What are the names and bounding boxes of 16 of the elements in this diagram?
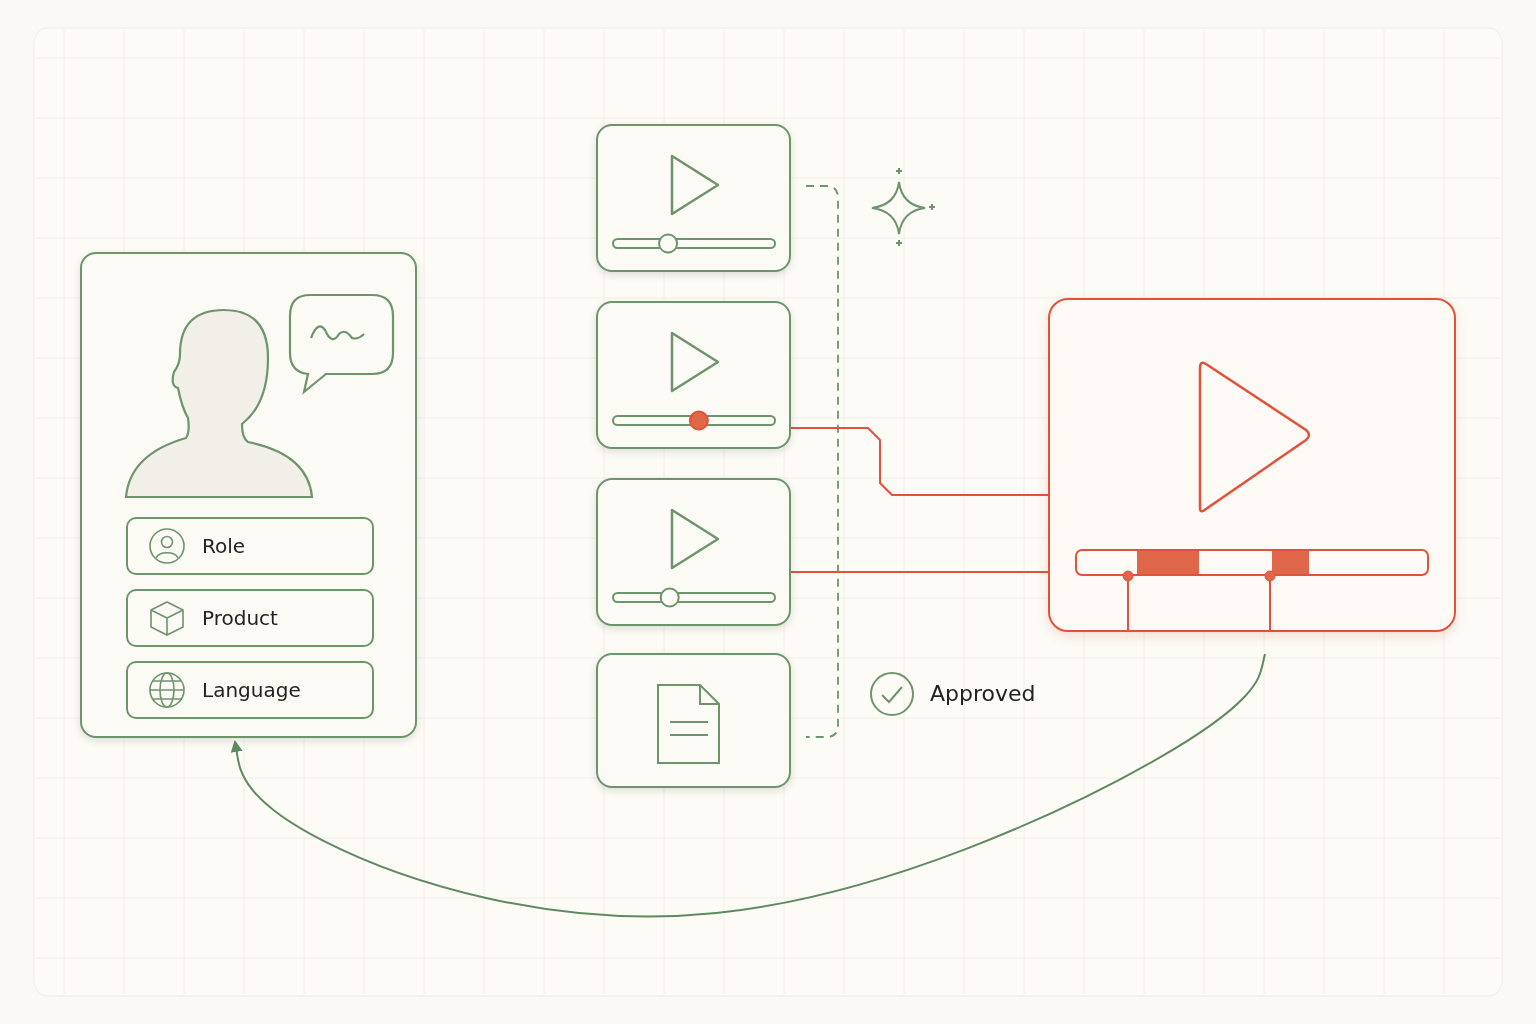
video-thumbnail (596, 301, 791, 449)
video-thumbnail (596, 478, 791, 626)
status-label: Approved (930, 681, 1036, 706)
field-label: Product (202, 606, 278, 630)
document-card (596, 653, 791, 788)
attribute-row (126, 517, 374, 575)
profile-card (80, 252, 417, 738)
video-player-panel (1048, 298, 1456, 632)
video-thumbnail (596, 124, 791, 272)
connector-line (790, 427, 1049, 496)
attribute-row (126, 589, 374, 647)
field-label: Role (202, 534, 246, 558)
arrow (230, 653, 1266, 918)
connector-line (790, 571, 1049, 573)
field-label: Language (202, 678, 301, 702)
attribute-row (126, 661, 374, 719)
